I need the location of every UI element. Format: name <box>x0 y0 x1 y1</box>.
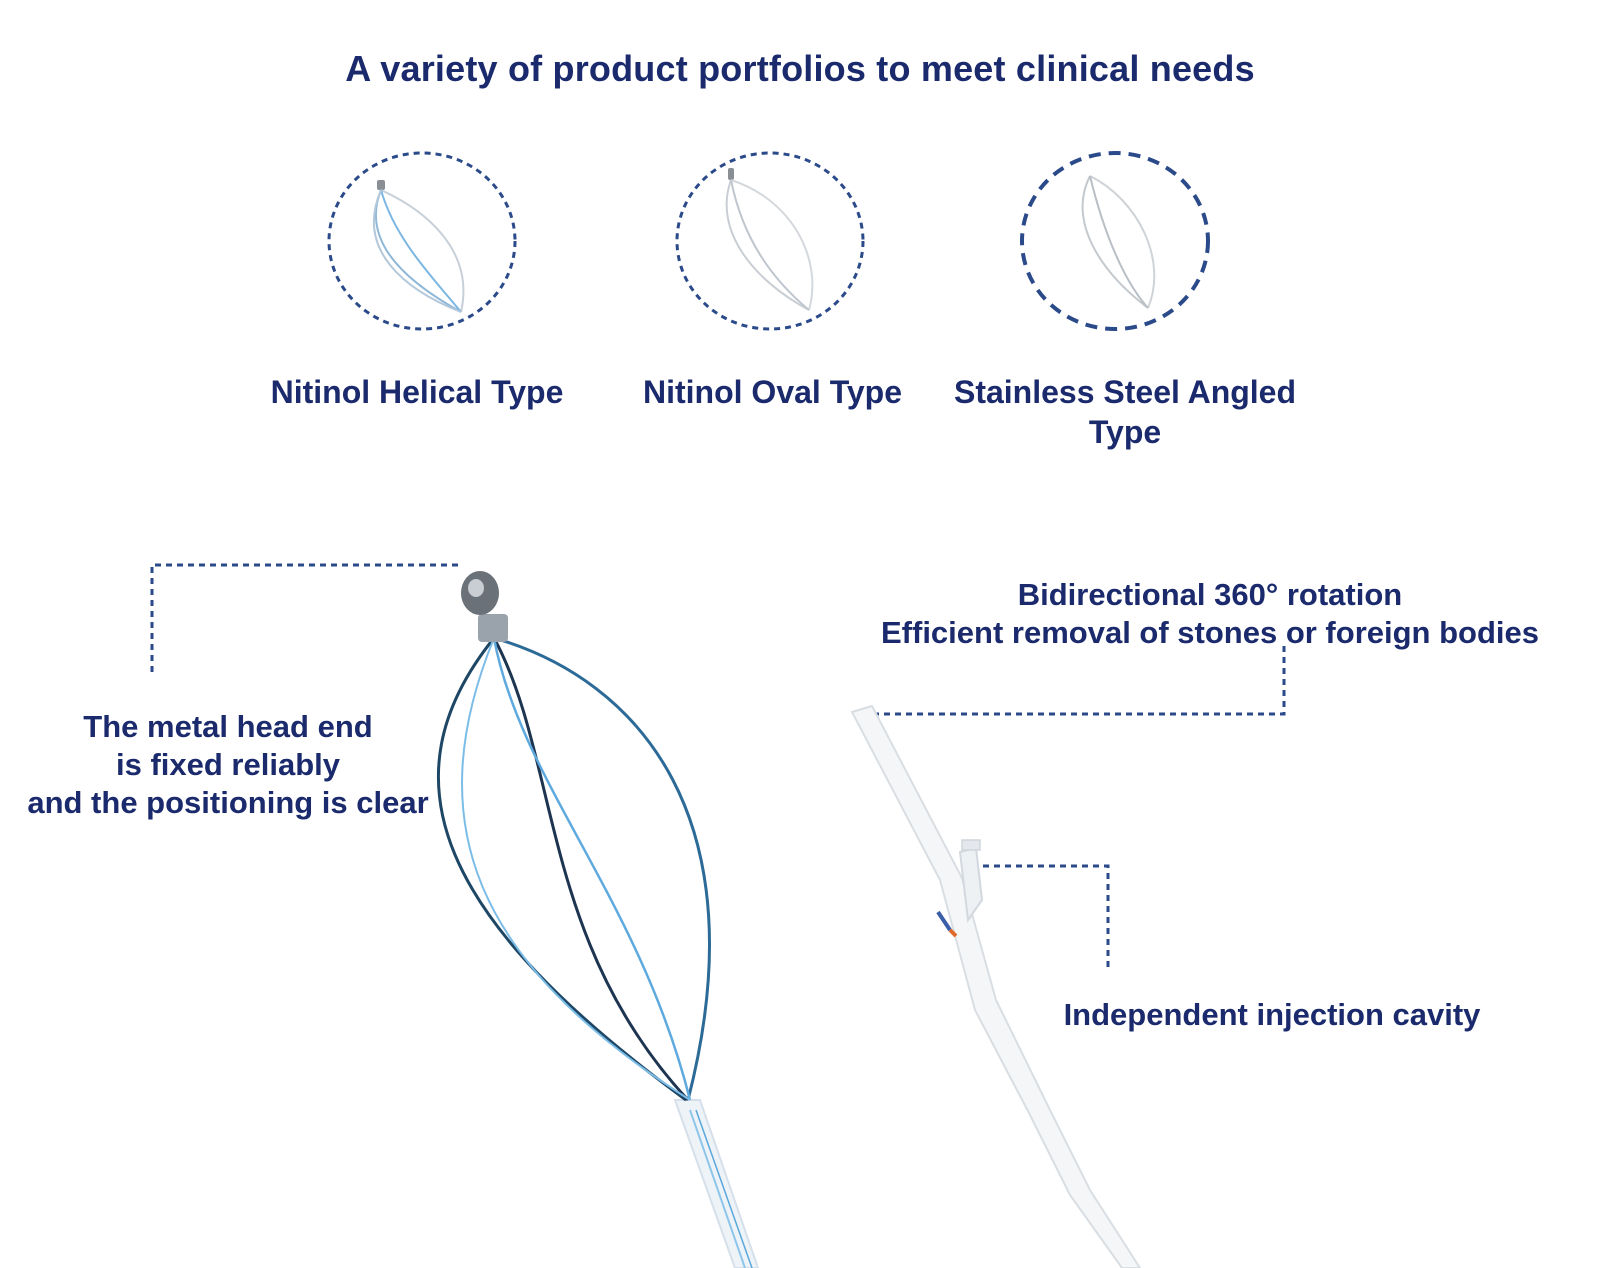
callout-rotation: Bidirectional 360° rotation Efficient re… <box>881 577 1539 650</box>
product-type-label-oval: Nitinol Oval Type <box>643 374 902 410</box>
page-title: A variety of product portfolios to meet … <box>345 48 1255 89</box>
retrieval-handle-device <box>850 704 1142 1268</box>
callout-metal-head: The metal head end is fixed reliably and… <box>27 709 429 820</box>
nitinol-helical-basket-icon <box>327 151 517 331</box>
callout-injection-cavity: Independent injection cavity <box>1063 997 1481 1032</box>
stainless-steel-angled-basket-icon <box>1020 151 1210 331</box>
stone-retrieval-basket <box>437 571 760 1268</box>
product-type-label-helical: Nitinol Helical Type <box>270 374 564 410</box>
product-type-label-angled: Stainless Steel Angled Type <box>953 374 1297 450</box>
callout-leader-lines <box>150 563 1286 970</box>
nitinol-oval-basket-icon <box>675 151 865 331</box>
